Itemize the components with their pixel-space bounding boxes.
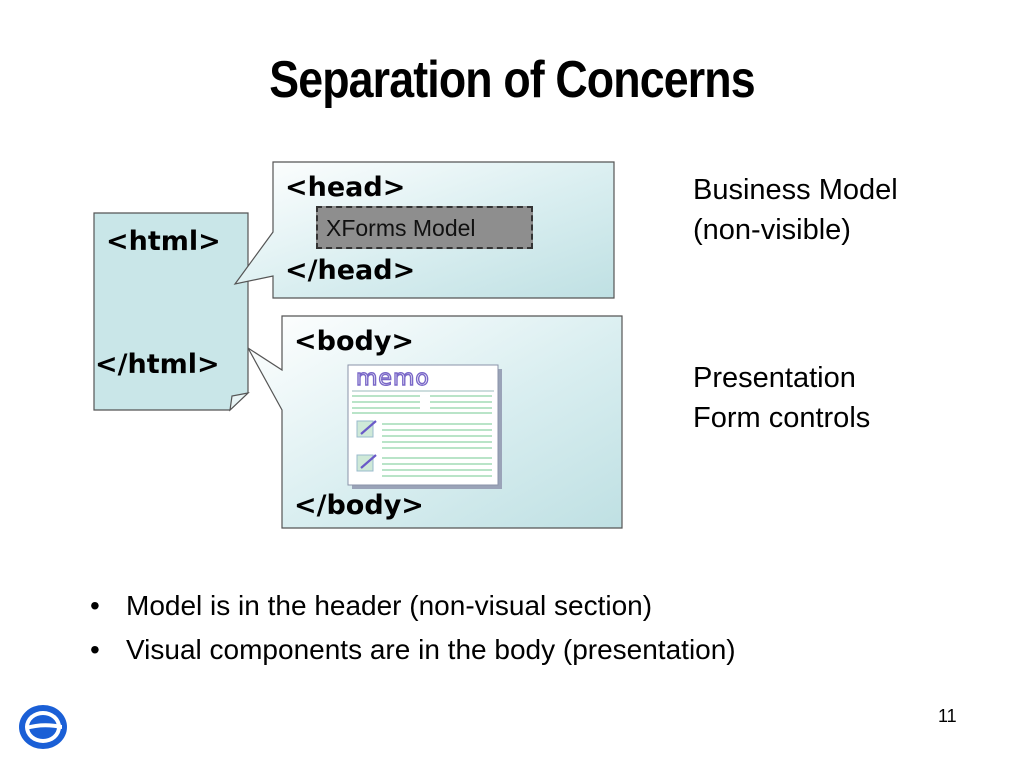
slide-title: Separation of Concerns <box>269 51 755 109</box>
xforms-model-box: XForms Model <box>316 206 533 249</box>
head-open-tag: <head> <box>285 172 406 203</box>
html-close-tag: </html> <box>95 349 220 380</box>
body-open-tag: <body> <box>294 326 415 357</box>
page-number: 11 <box>938 706 957 726</box>
business-model-line-1: Business Model <box>693 174 898 206</box>
presentation-line-1: Presentation <box>693 362 856 394</box>
memo-form-graphic: memo <box>347 364 502 489</box>
bullet-item: Model is in the header (non-visual secti… <box>82 584 736 628</box>
memo-label: memo <box>356 366 430 391</box>
business-model-label: Business Model (non-visible) <box>693 170 898 250</box>
bullet-item: Visual components are in the body (prese… <box>82 628 736 672</box>
html-page-fold <box>229 392 250 412</box>
bullet-list: Model is in the header (non-visual secti… <box>82 584 736 672</box>
head-close-tag: </head> <box>285 255 416 286</box>
presentation-line-2: Form controls <box>693 402 871 434</box>
presentation-label: Presentation Form controls <box>693 358 870 438</box>
logo-icon <box>19 705 67 749</box>
business-model-line-2: (non-visible) <box>693 214 851 246</box>
html-open-tag: <html> <box>106 226 221 257</box>
body-close-tag: </body> <box>294 490 424 521</box>
